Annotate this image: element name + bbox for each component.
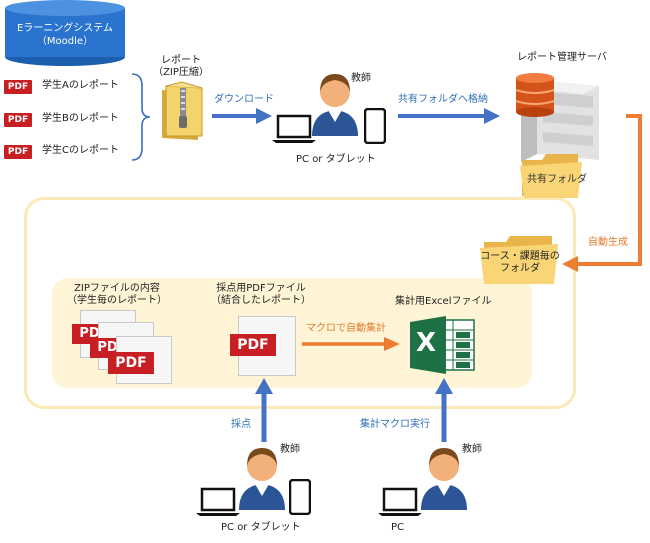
pdf-icon: PDF (4, 80, 32, 94)
scoring-pdf-icon: PDF (228, 316, 298, 376)
tablet-icon (288, 478, 312, 519)
student-report-list: PDF 学生Aのレポート PDF 学生Bのレポート PDF 学生Cのレポート (4, 78, 134, 162)
zip-contents-sublabel: （学生毎のレポート） (67, 294, 167, 306)
bracket-icon (130, 72, 152, 166)
auto-generate-arrow (550, 108, 650, 282)
teacher-icon (237, 440, 287, 514)
pdf-icon: PDF (230, 334, 276, 356)
teacher-top-icon (310, 66, 360, 140)
teacher-label: 教師 (351, 73, 371, 84)
server-label: レポート管理サーバ (517, 52, 607, 63)
course-folder-label: コース・課題毎の (480, 251, 560, 262)
zip-folder-icon (158, 80, 208, 146)
shared-folder-label: 共有フォルダ (527, 174, 587, 185)
course-folder-sublabel: フォルダ (500, 262, 540, 274)
device-label: PC or タブレット (296, 154, 376, 165)
macro-run-arrow (434, 376, 454, 446)
macro-label: マクロで自動集計 (306, 323, 386, 334)
device-label: PC (391, 522, 405, 533)
zip-sublabel: （ZIP圧縮） (153, 66, 209, 78)
grading-arrow (254, 376, 274, 446)
excel-letter: X (416, 328, 437, 358)
share-arrow (398, 106, 502, 130)
download-label: ダウンロード (214, 94, 274, 105)
course-folder-icon (478, 232, 560, 290)
pdf-icon: PDF (108, 352, 154, 374)
teacher-label: 教師 (280, 444, 300, 455)
tablet-icon (363, 107, 387, 148)
database-subtitle: （Moodle） (36, 36, 94, 47)
student-report-label: 学生Cのレポート (42, 145, 119, 156)
shared-folder-icon (518, 150, 584, 204)
scoring-pdf-label: 採点用PDFファイル (216, 283, 306, 294)
server-database-icon (514, 72, 556, 122)
laptop-icon (196, 487, 240, 521)
grading-label: 採点 (231, 419, 251, 430)
teacher-icon (419, 440, 469, 514)
pdf-icon: PDF (4, 113, 32, 127)
macro-run-label: 集計マクロ実行 (360, 419, 430, 430)
pdf-icon: PDF (4, 145, 32, 159)
zip-label: レポート (161, 55, 201, 66)
database-title: Eラーニングシステム (16, 23, 114, 34)
stacked-pdf-icons: PDF PDF PDF (72, 310, 172, 386)
laptop-icon (272, 114, 316, 148)
excel-icon: X (410, 316, 476, 374)
teacher-label: 教師 (462, 444, 482, 455)
download-arrow (212, 106, 274, 130)
scoring-pdf-sublabel: （結合したレポート） (211, 294, 311, 306)
device-label: PC or タブレット (221, 522, 301, 533)
laptop-icon (378, 487, 422, 521)
auto-generate-label: 自動生成 (588, 237, 628, 248)
excel-file-label: 集計用Excelファイル (395, 296, 492, 307)
student-report-label: 学生Aのレポート (42, 80, 119, 91)
elearning-database-icon (2, 0, 128, 68)
share-folder-label: 共有フォルダへ格納 (398, 94, 488, 105)
student-report-label: 学生Bのレポート (42, 113, 119, 124)
zip-contents-label: ZIPファイルの内容 (74, 283, 160, 294)
macro-arrow (302, 334, 402, 358)
